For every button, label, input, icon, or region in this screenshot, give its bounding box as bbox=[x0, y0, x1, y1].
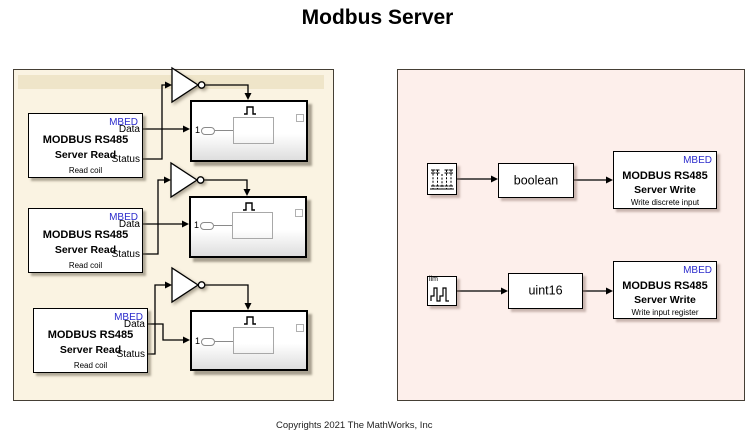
internal-square-icon bbox=[295, 209, 303, 217]
enable-pulse-icon bbox=[244, 316, 256, 325]
enabled-subsystem[interactable]: 1 bbox=[190, 310, 308, 371]
block-title: MODBUS RS485 bbox=[47, 329, 134, 341]
modbus-server-write-block[interactable]: MBED MODBUS RS485 Server Write Write dis… bbox=[613, 151, 717, 209]
output-port-label-data: Data bbox=[118, 124, 140, 135]
block-subtitle: Server Read bbox=[54, 244, 117, 256]
modbus-server-read-block[interactable]: MBED Data MODBUS RS485 Server Read Statu… bbox=[28, 208, 143, 273]
copyright-note: Copyrights 2021 The MathWorks, Inc bbox=[276, 420, 433, 431]
block-title: MODBUS RS485 bbox=[42, 134, 129, 146]
block-caption: Read coil bbox=[73, 361, 108, 370]
mbed-tag: MBED bbox=[683, 155, 712, 166]
data-type-conversion-block[interactable]: boolean bbox=[498, 163, 574, 198]
modbus-server-read-block[interactable]: MBED Data MODBUS RS485 Server Read Statu… bbox=[33, 308, 148, 373]
input-port-number: 1 bbox=[195, 125, 201, 135]
mbed-tag: MBED bbox=[683, 265, 712, 276]
mbed-tag: MBED bbox=[109, 212, 138, 223]
stair-waveform-icon bbox=[430, 287, 449, 302]
block-caption: Write discrete input bbox=[630, 198, 700, 207]
block-subtitle: Server Read bbox=[59, 344, 122, 356]
internal-block-icon bbox=[233, 117, 274, 144]
internal-line bbox=[214, 225, 232, 226]
block-title: MODBUS RS485 bbox=[622, 170, 708, 182]
block-caption: Read coil bbox=[68, 166, 103, 175]
model-title: Modbus Server bbox=[301, 6, 454, 29]
internal-block-icon bbox=[232, 212, 273, 239]
internal-block-icon bbox=[233, 327, 274, 354]
output-port-label-status: Status bbox=[116, 349, 145, 360]
internal-square-icon bbox=[296, 324, 304, 332]
not-gate-icon[interactable] bbox=[171, 66, 208, 104]
conversion-type-label: uint16 bbox=[528, 283, 563, 298]
output-port-label-status: Status bbox=[111, 154, 140, 165]
stem-plot-icon bbox=[430, 169, 454, 190]
modbus-server-write-block[interactable]: MBED MODBUS RS485 Server Write Write inp… bbox=[613, 261, 717, 319]
output-port-label-data: Data bbox=[123, 319, 145, 330]
discrete-signal-source-block[interactable] bbox=[427, 163, 457, 195]
block-subtitle: Server Write bbox=[634, 184, 696, 196]
block-title: MODBUS RS485 bbox=[42, 229, 129, 241]
input-port-number: 1 bbox=[195, 336, 201, 346]
inport-icon bbox=[201, 127, 215, 135]
not-gate-icon[interactable] bbox=[170, 161, 207, 199]
enabled-subsystem[interactable]: 1 bbox=[189, 196, 307, 258]
counter-limited-source-block[interactable]: lim bbox=[427, 276, 457, 306]
internal-line bbox=[215, 130, 233, 131]
enable-pulse-icon bbox=[243, 202, 255, 211]
enable-pulse-icon bbox=[244, 106, 256, 115]
output-port-label-data: Data bbox=[118, 219, 140, 230]
mbed-tag: MBED bbox=[109, 117, 138, 128]
internal-line bbox=[215, 341, 233, 342]
block-subtitle: Server Read bbox=[54, 149, 117, 161]
modbus-server-read-block[interactable]: MBED Data MODBUS RS485 Server Read Statu… bbox=[28, 113, 143, 178]
inport-icon bbox=[201, 338, 215, 346]
inport-icon bbox=[200, 222, 214, 230]
block-caption: Read coil bbox=[68, 261, 103, 270]
data-type-conversion-block[interactable]: uint16 bbox=[508, 273, 583, 309]
mbed-tag: MBED bbox=[114, 312, 143, 323]
block-caption: Write input register bbox=[631, 308, 699, 317]
output-port-label-status: Status bbox=[111, 249, 140, 260]
block-title: MODBUS RS485 bbox=[622, 280, 708, 292]
conversion-type-label: boolean bbox=[513, 172, 559, 187]
limit-label: lim bbox=[429, 276, 438, 283]
input-port-number: 1 bbox=[194, 220, 200, 230]
enabled-subsystem[interactable]: 1 bbox=[190, 100, 308, 162]
not-gate-icon[interactable] bbox=[171, 266, 208, 304]
write-area-panel bbox=[397, 69, 745, 401]
internal-square-icon bbox=[296, 114, 304, 122]
block-subtitle: Server Write bbox=[634, 294, 696, 306]
